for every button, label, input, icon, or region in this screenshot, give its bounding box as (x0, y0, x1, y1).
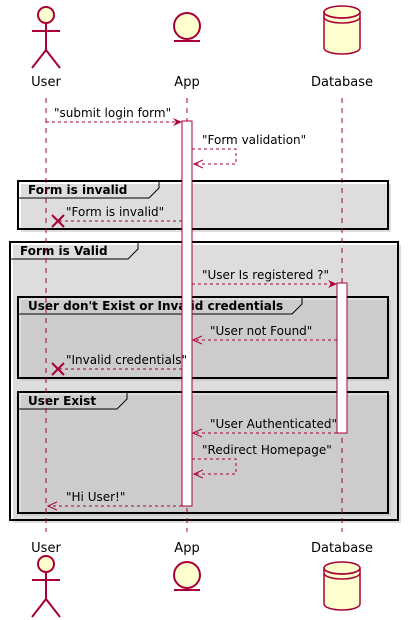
message-label-6: "User Authenticated" (210, 417, 337, 431)
message-label-5: "Invalid credentials" (66, 353, 187, 367)
database-icon-top (323, 5, 361, 55)
actor-icon-user-bottom (31, 555, 61, 618)
actor-icon-user-top (31, 6, 61, 69)
participant-name-app-top: App (174, 75, 199, 90)
participant-name-db-bottom: Database (311, 541, 373, 556)
group-form-valid-label: Form is Valid (20, 244, 108, 258)
group-user-exist-label: User Exist (28, 394, 96, 408)
message-label-4: "User not Found" (210, 324, 312, 338)
activation-app (181, 120, 193, 507)
message-label-1: "Form validation" (202, 133, 306, 147)
group-user-exist: User Exist (17, 391, 391, 516)
group-form-invalid: Form is invalid (17, 180, 391, 232)
entity-icon-app-bottom (173, 561, 201, 591)
message-label-8: "Hi User!" (66, 490, 125, 504)
activation-db (336, 282, 348, 434)
message-label-3: "User Is registered ?" (202, 268, 329, 282)
participant-name-db-top: Database (311, 75, 373, 90)
group-form-invalid-label: Form is invalid (28, 183, 127, 197)
destroy-icon-1 (51, 362, 65, 376)
participant-name-user-top: User (31, 75, 61, 90)
database-icon-bottom (323, 561, 361, 611)
participant-name-app-bottom: App (174, 541, 199, 556)
message-arrow-1 (192, 148, 237, 164)
message-arrow-7 (192, 458, 237, 474)
group-user-not-exist-label: User don't Exist or Invalid credentials (28, 299, 283, 313)
entity-icon-app-top (173, 12, 201, 42)
participant-name-user-bottom: User (31, 541, 61, 556)
group-user-not-exist: User don't Exist or Invalid credentials (17, 296, 391, 381)
destroy-icon-0 (51, 214, 65, 228)
message-label-0: "submit login form" (54, 106, 171, 120)
message-label-7: "Redirect Homepage" (202, 443, 332, 457)
message-label-2: "Form is invalid" (66, 205, 164, 219)
